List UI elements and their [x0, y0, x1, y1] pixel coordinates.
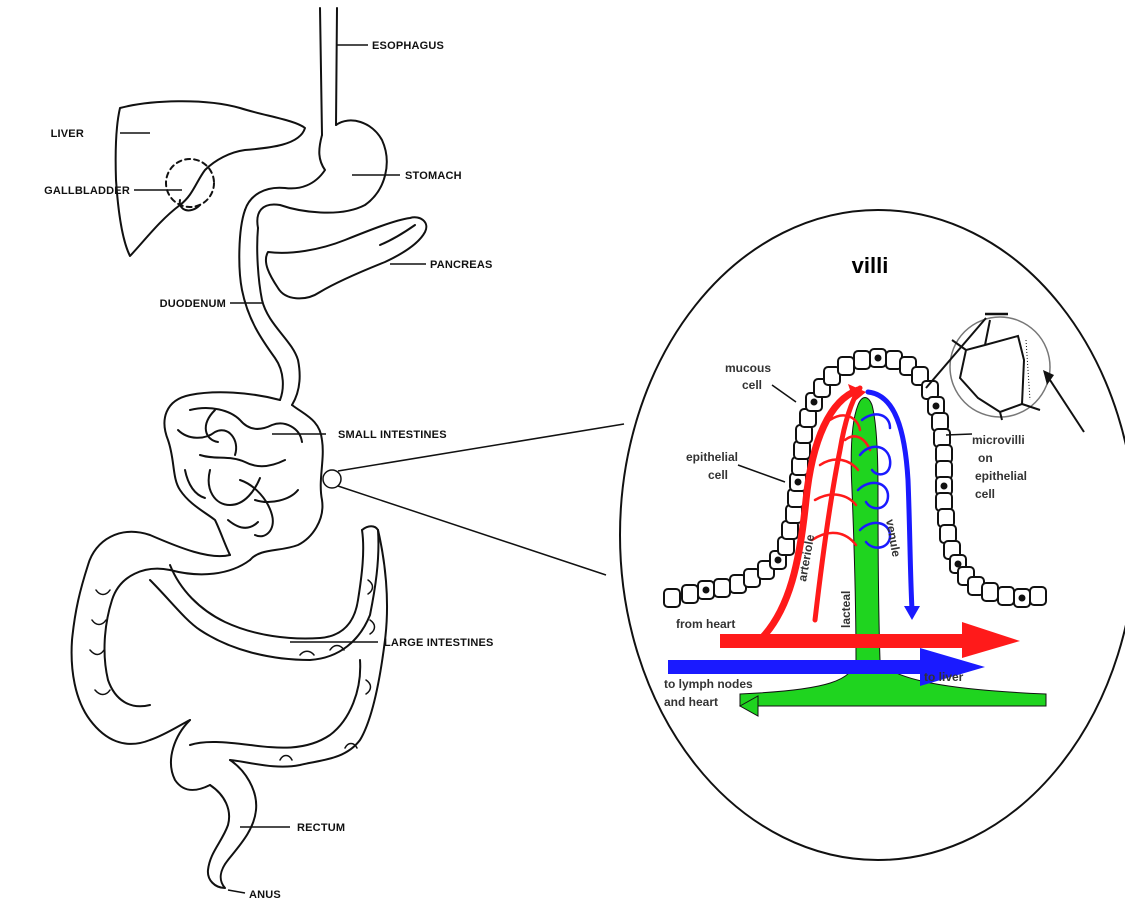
- cell-nucleus: [942, 484, 947, 489]
- label-microvilli: microvilli: [972, 433, 1025, 447]
- label-epithelial-cell: cell: [708, 468, 728, 482]
- label-small-intestines: SMALL INTESTINES: [338, 429, 447, 441]
- duodenum: [239, 210, 299, 405]
- label-duodenum: DUODENUM: [160, 298, 226, 310]
- stomach: [245, 120, 387, 228]
- cell-nucleus: [934, 404, 939, 409]
- label-microvilli-epithelial: epithelial: [975, 469, 1027, 483]
- label-to-liver: to liver: [924, 670, 964, 684]
- epithelial-cell: [714, 579, 730, 597]
- epithelial-cell: [998, 587, 1014, 605]
- cell-nucleus: [956, 562, 961, 567]
- rectum: [208, 760, 256, 888]
- epithelial-cell: [838, 357, 854, 375]
- epithelial-cell: [664, 589, 680, 607]
- cell-nucleus: [1020, 596, 1025, 601]
- label-microvilli-on: on: [978, 451, 993, 465]
- label-anus: ANUS: [249, 889, 281, 901]
- esophagus: [320, 8, 337, 135]
- label-to-lymph: to lymph nodes: [664, 677, 753, 691]
- cell-nucleus: [876, 356, 881, 361]
- epithelial-cell: [682, 585, 698, 603]
- from-heart-arrow: [720, 634, 965, 648]
- label-lacteal: lacteal: [839, 591, 853, 628]
- label-stomach: STOMACH: [405, 170, 462, 182]
- label-mucous-cell: cell: [742, 378, 762, 392]
- large-intestines: [72, 526, 387, 790]
- digestive-system: [72, 8, 427, 888]
- villi-title: villi: [852, 253, 889, 278]
- label-from-heart: from heart: [676, 617, 735, 631]
- pancreas: [266, 217, 426, 298]
- epithelial-cell: [854, 351, 870, 369]
- label-esophagus: ESOPHAGUS: [372, 40, 444, 52]
- label-pancreas: PANCREAS: [430, 259, 493, 271]
- epithelial-cell: [1030, 587, 1046, 605]
- epithelial-cell: [982, 583, 998, 601]
- cell-nucleus: [812, 400, 817, 405]
- to-liver-arrow: [668, 660, 923, 674]
- organ-labels: ESOPHAGUS LIVER GALLBLADDER STOMACH PANC…: [44, 40, 493, 901]
- label-and-heart: and heart: [664, 695, 718, 709]
- cell-nucleus: [704, 588, 709, 593]
- label-rectum: RECTUM: [297, 822, 345, 834]
- label-microvilli-cell: cell: [975, 487, 995, 501]
- label-mucous: mucous: [725, 361, 771, 375]
- zoom-indicator: [323, 424, 624, 575]
- gallbladder: [166, 159, 214, 207]
- label-epithelial: epithelial: [686, 450, 738, 464]
- small-intestines: [164, 392, 322, 560]
- cell-nucleus: [776, 558, 781, 563]
- label-liver: LIVER: [51, 128, 84, 140]
- label-large-intestines: LARGE INTESTINES: [384, 637, 494, 649]
- liver: [116, 101, 305, 256]
- label-gallbladder: GALLBLADDER: [44, 185, 130, 197]
- cell-nucleus: [796, 480, 801, 485]
